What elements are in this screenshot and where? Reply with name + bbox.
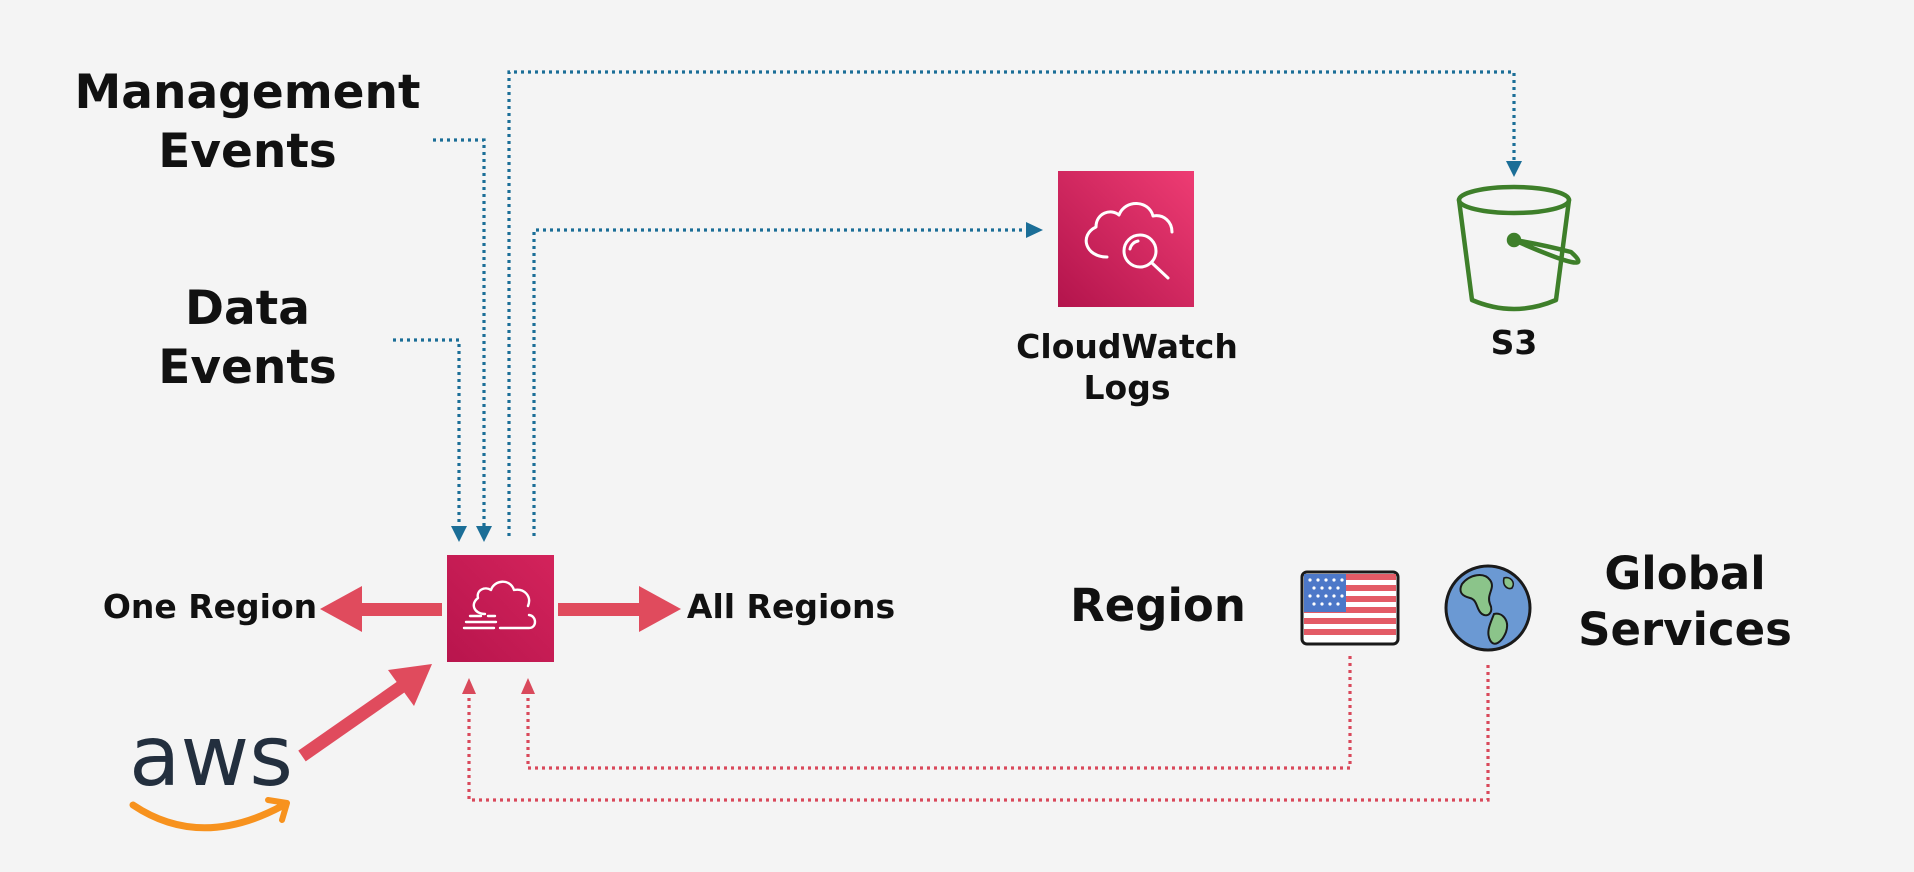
global-services-label: Global Services	[1578, 547, 1792, 657]
flow-to-s3	[507, 70, 1516, 536]
aws-logo: aws	[129, 707, 293, 832]
arrow-all-regions	[558, 586, 681, 632]
s3-bucket-icon	[1456, 184, 1581, 312]
aws-logo-text: aws	[129, 707, 293, 805]
flow-management-events	[433, 138, 486, 528]
one-region-label: One Region	[102, 587, 318, 626]
cloudtrail-icon	[447, 555, 554, 662]
us-flag-icon	[1300, 570, 1400, 646]
flow-from-global	[467, 665, 1490, 802]
arrowhead-region	[521, 678, 535, 694]
arrowhead-s3	[1506, 161, 1522, 177]
cloudwatch-logs-icon	[1058, 171, 1194, 307]
arrowhead-global	[462, 678, 476, 694]
all-regions-label: All Regions	[686, 587, 896, 626]
management-events-label: Management Events	[74, 65, 421, 179]
s3-label: S3	[1490, 323, 1538, 362]
region-label: Region	[1070, 579, 1246, 632]
flow-to-cloudwatch	[532, 228, 1027, 536]
globe-icon	[1444, 564, 1532, 652]
arrowhead-cloudwatch	[1026, 222, 1043, 238]
arrowhead-data	[451, 526, 467, 542]
cloudwatch-logs-label: CloudWatch Logs	[1016, 327, 1238, 408]
arrow-one-region	[320, 586, 442, 632]
flow-data-events	[393, 338, 461, 528]
data-events-label: Data Events	[158, 281, 337, 395]
arrow-aws-to-cloudtrail	[298, 664, 432, 762]
arrowhead-management	[476, 526, 492, 542]
flow-from-region	[526, 656, 1352, 770]
